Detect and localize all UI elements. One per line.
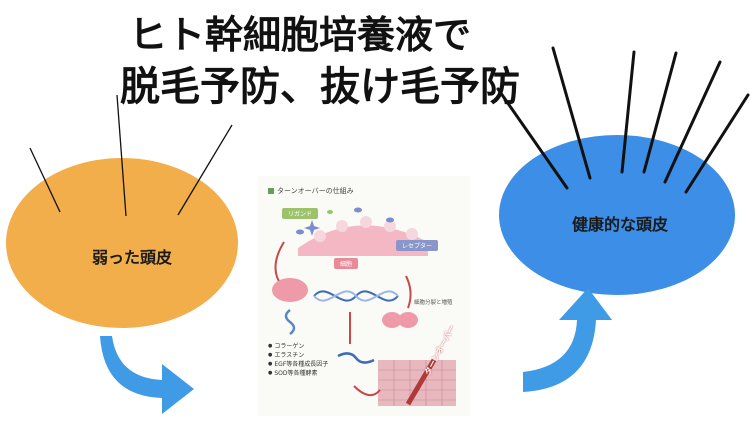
healthy-hair-2: [551, 46, 592, 180]
turnover-figure: ターンオーバーの仕組み リガンド レセプター 細胞 細胞分裂と増殖 コラーゲン …: [258, 176, 470, 416]
receptor-tag: レセプター: [396, 240, 439, 251]
healthy-hair-6: [684, 93, 750, 194]
dividing-cell-left: [382, 312, 402, 328]
healthy-hair-5: [663, 60, 722, 184]
ligand-tag: リガンド: [282, 208, 319, 219]
skin-layer: [378, 360, 456, 406]
protein-ribbon-1: [284, 309, 296, 335]
healthy-hair-3: [620, 50, 636, 174]
nucleus: [272, 278, 308, 302]
receptor-bumps: [314, 216, 418, 242]
turnover-figure-art: [272, 207, 456, 406]
progress-arrow-left: [100, 336, 194, 414]
figure-title-marker: [268, 188, 274, 194]
figure-title-text: ターンオーバーの仕組み: [277, 187, 354, 195]
turnover-arrow: [405, 358, 437, 406]
dividing-cell-right: [398, 312, 418, 328]
heading-line-1: ヒト幹細胞培養液で: [128, 12, 471, 57]
healthy-scalp-label: 健康的な頭皮: [572, 215, 669, 234]
factor-list: コラーゲン エラスチン EGF等各種成長因子 SOD等各種酵素: [268, 342, 328, 378]
weak-scalp-label: 弱った頭皮: [92, 248, 173, 267]
healthy-hair-4: [642, 51, 678, 174]
healthy-hair-1: [496, 87, 569, 190]
factor-item: SOD等各種酵素: [268, 369, 328, 378]
flow-arrow-4: [353, 385, 381, 397]
cell-dome: [298, 225, 428, 256]
dna-helix-b: [313, 290, 399, 302]
figure-title: ターンオーバーの仕組み: [268, 186, 354, 196]
progress-arrow-right: [523, 288, 612, 392]
factor-item: エラスチン: [268, 351, 328, 360]
weak-hair-3: [177, 124, 233, 216]
protein-ribbon-2: [337, 352, 375, 364]
flow-arrow-3: [405, 275, 412, 309]
heading-line-2: 脱毛予防、抜け毛予防: [120, 63, 520, 110]
weak-hairs: [29, 94, 233, 217]
weak-hair-2: [116, 94, 127, 217]
factor-item: コラーゲン: [268, 342, 328, 351]
molecule-dots: [296, 207, 394, 236]
weak-scalp-oval: [6, 158, 238, 328]
healthy-hairs: [496, 46, 750, 194]
division-note: 細胞分裂と増殖: [414, 300, 453, 306]
cell-tag: 細胞: [334, 258, 359, 269]
weak-hair-1: [29, 147, 61, 213]
factor-item: EGF等各種成長因子: [268, 360, 328, 369]
